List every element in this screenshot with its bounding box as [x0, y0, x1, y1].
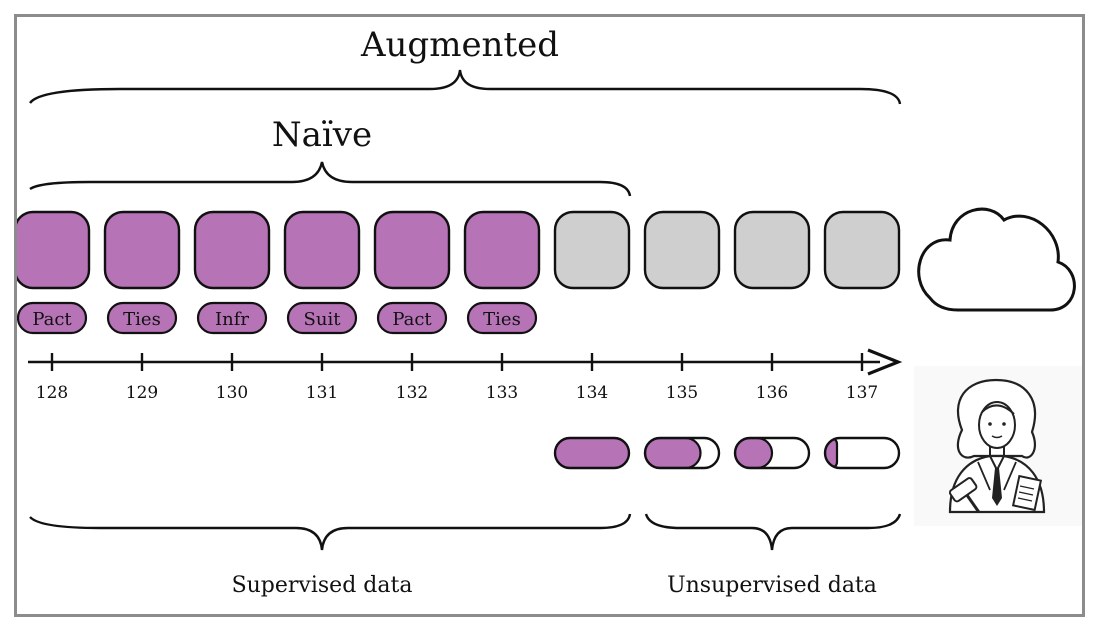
unlabeled-sample-box: [643, 210, 721, 290]
category-tag: Pact: [376, 301, 448, 335]
augmented-label: Augmented: [360, 25, 559, 65]
category-tag-label: Ties: [123, 309, 161, 330]
augmented-brace: [29, 69, 902, 105]
pills-layer: [553, 436, 901, 470]
confidence-pill: [643, 436, 721, 470]
axis-tick-label: 132: [396, 383, 428, 403]
category-tag: Ties: [466, 301, 538, 335]
cloud-icon: [917, 207, 1076, 312]
axis-tick-label: 129: [126, 383, 158, 403]
category-tag-label: Pact: [32, 309, 72, 330]
axis-tick-label: 131: [306, 383, 338, 403]
axis-tick-label: 128: [36, 383, 68, 403]
unsupervised-label: Unsupervised data: [667, 573, 877, 598]
axis-tick-label: 135: [666, 383, 698, 403]
category-tag-label: Infr: [215, 309, 249, 330]
category-tag-label: Ties: [483, 309, 521, 330]
naive-label: Naïve: [272, 115, 372, 155]
axis-tick-label: 137: [846, 383, 878, 403]
ticks-layer: 128 129 130 131 132 133 134 135 136 137: [36, 353, 878, 403]
category-tag: Suit: [286, 301, 358, 335]
confidence-pill: [553, 436, 631, 470]
confidence-pill: [733, 436, 811, 470]
axis-tick-label: 133: [486, 383, 518, 403]
confidence-pill: [823, 436, 901, 470]
labeled-sample-box: [17, 210, 91, 290]
category-tag-label: Suit: [304, 309, 342, 330]
squares-layer: [17, 210, 901, 290]
judge-woman-icon: [914, 366, 1082, 526]
category-tag: Ties: [106, 301, 178, 335]
unlabeled-sample-box: [823, 210, 901, 290]
supervised-label: Supervised data: [232, 573, 413, 598]
labeled-sample-box: [283, 210, 361, 290]
labeled-sample-box: [463, 210, 541, 290]
unlabeled-sample-box: [733, 210, 811, 290]
supervised-brace: [29, 513, 632, 551]
axis-tick-label: 136: [756, 383, 788, 403]
frame: [14, 14, 1085, 617]
labeled-sample-box: [373, 210, 451, 290]
naive-brace: [29, 161, 632, 197]
category-tag: Pact: [17, 301, 88, 335]
unsupervised-brace: [644, 513, 902, 551]
category-tag-label: Pact: [392, 309, 432, 330]
axis-tick-label: 130: [216, 383, 248, 403]
category-tag: Infr: [196, 301, 268, 335]
labeled-sample-box: [103, 210, 181, 290]
labeled-sample-box: [193, 210, 271, 290]
axis-tick-label: 134: [576, 383, 608, 403]
timeline-arrowhead: [867, 348, 903, 376]
unlabeled-sample-box: [553, 210, 631, 290]
tags-layer: Pact Ties Infr Suit Pact Ties: [17, 301, 538, 335]
